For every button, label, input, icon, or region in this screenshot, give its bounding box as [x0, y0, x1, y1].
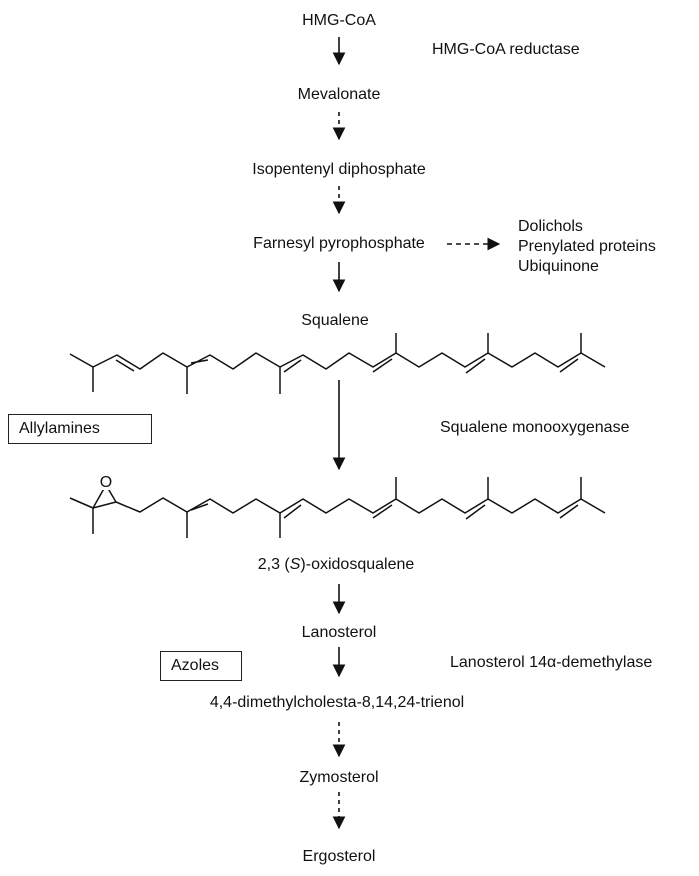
oxidosqualene-suffix: )-oxidosqualene: [300, 556, 415, 573]
compound-squalene: Squalene: [301, 312, 369, 329]
enzyme-hmg-coa-reductase: HMG-CoA reductase: [432, 41, 580, 58]
compound-zymosterol: Zymosterol: [299, 769, 379, 786]
enzyme-lanosterol-demethylase: Lanosterol 14α-demethylase: [450, 654, 653, 671]
compound-lanosterol: Lanosterol: [301, 624, 377, 641]
epoxide-oxygen-label: O: [100, 474, 112, 491]
inhibitor-allylamines: Allylamines: [8, 414, 152, 444]
oxidosqualene-stereo: S: [289, 556, 301, 573]
compound-oxidosqualene: 2,3 (S)-oxidosqualene: [258, 557, 415, 573]
inhibitor-azoles: Azoles: [160, 651, 242, 681]
squalene-structure: [69, 333, 606, 394]
compound-ergosterol: Ergosterol: [302, 848, 376, 865]
enzyme-squalene-monooxygenase: Squalene monooxygenase: [440, 419, 630, 436]
compound-hmg-coa: HMG-CoA: [302, 12, 376, 29]
side-product-prenylated-proteins: Prenylated proteins: [518, 238, 656, 255]
compound-isopentenyl-diphosphate: Isopentenyl diphosphate: [252, 161, 426, 178]
compound-mevalonate: Mevalonate: [297, 86, 381, 103]
side-product-dolichols: Dolichols: [518, 218, 583, 235]
compound-farnesyl-pyrophosphate: Farnesyl pyrophosphate: [253, 235, 425, 252]
compound-trienol: 4,4-dimethylcholesta-8,14,24-trienol: [209, 694, 465, 711]
oxidosqualene-prefix: 2,3 (: [257, 556, 290, 573]
side-product-ubiquinone: Ubiquinone: [518, 258, 599, 275]
oxidosqualene-structure: O: [69, 472, 606, 538]
